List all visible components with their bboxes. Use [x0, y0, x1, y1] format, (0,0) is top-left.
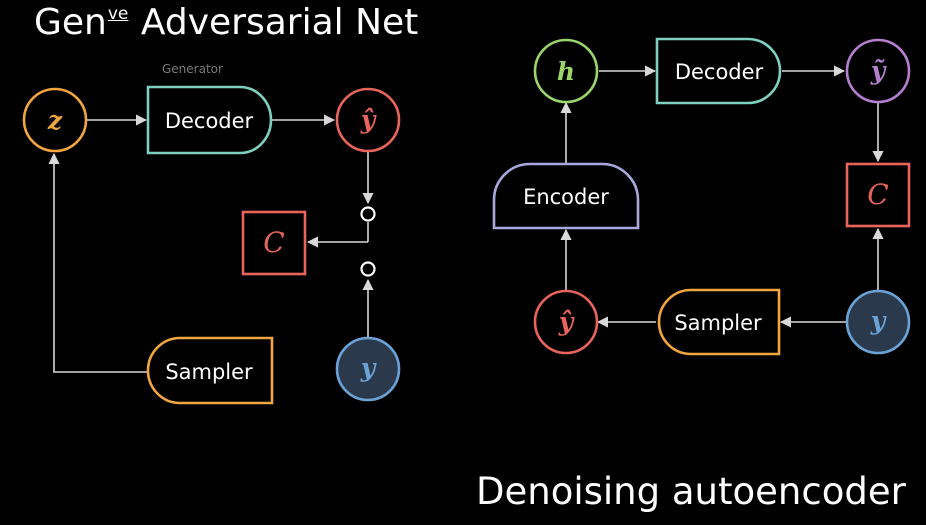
gan-yhat-node: [335, 87, 401, 153]
dae-h-node: [533, 38, 599, 104]
dae-ytilde-symbol: ỹ: [870, 56, 887, 85]
gan-title-abbrev: ve: [107, 4, 129, 24]
dae-decoder-label: Decoder: [675, 60, 764, 84]
arrow-sampler-to-z: [48, 152, 148, 373]
dae-sampler-label: Sampler: [674, 311, 762, 335]
dae-yhat-node: [533, 289, 599, 355]
gan-cost-symbol: C: [263, 226, 284, 259]
dae-decoder-box: [655, 37, 782, 105]
dae-ytilde-node: [845, 38, 911, 104]
generator-label: Generator: [162, 62, 223, 76]
dae-encoder-box: [492, 162, 640, 230]
gan-decoder-box: [146, 85, 273, 155]
gan-sampler-label: Sampler: [165, 360, 253, 384]
gan-title-prefix: Gen: [34, 2, 107, 43]
gan-z-symbol: z: [47, 106, 63, 135]
dae-yhat-symbol: ŷ: [558, 307, 575, 336]
dae-sampler-box: [657, 288, 781, 356]
dae-y-node: [845, 289, 911, 355]
dae-encoder-label: Encoder: [523, 185, 609, 209]
switch-top-terminal: [360, 206, 376, 222]
gan-decoder-label: Decoder: [165, 109, 254, 133]
dae-cost-symbol: C: [867, 178, 888, 211]
dae-cost-box: [845, 162, 911, 228]
gan-y-node: [335, 336, 401, 402]
gan-z-node: [22, 87, 88, 153]
dae-h-symbol: h: [557, 57, 575, 86]
gan-y-symbol: y: [360, 353, 377, 382]
gan-cost-box: [241, 210, 307, 276]
switch-bottom-terminal: [360, 261, 376, 277]
dae-y-symbol: y: [870, 306, 887, 335]
gan-title: Genve Adversarial Net: [34, 2, 418, 43]
gan-yhat-symbol: ŷ: [360, 105, 377, 134]
dae-title: Denoising autoencoder: [476, 470, 906, 513]
gan-title-suffix: Adversarial Net: [129, 2, 419, 43]
gan-sampler-box: [146, 336, 274, 405]
